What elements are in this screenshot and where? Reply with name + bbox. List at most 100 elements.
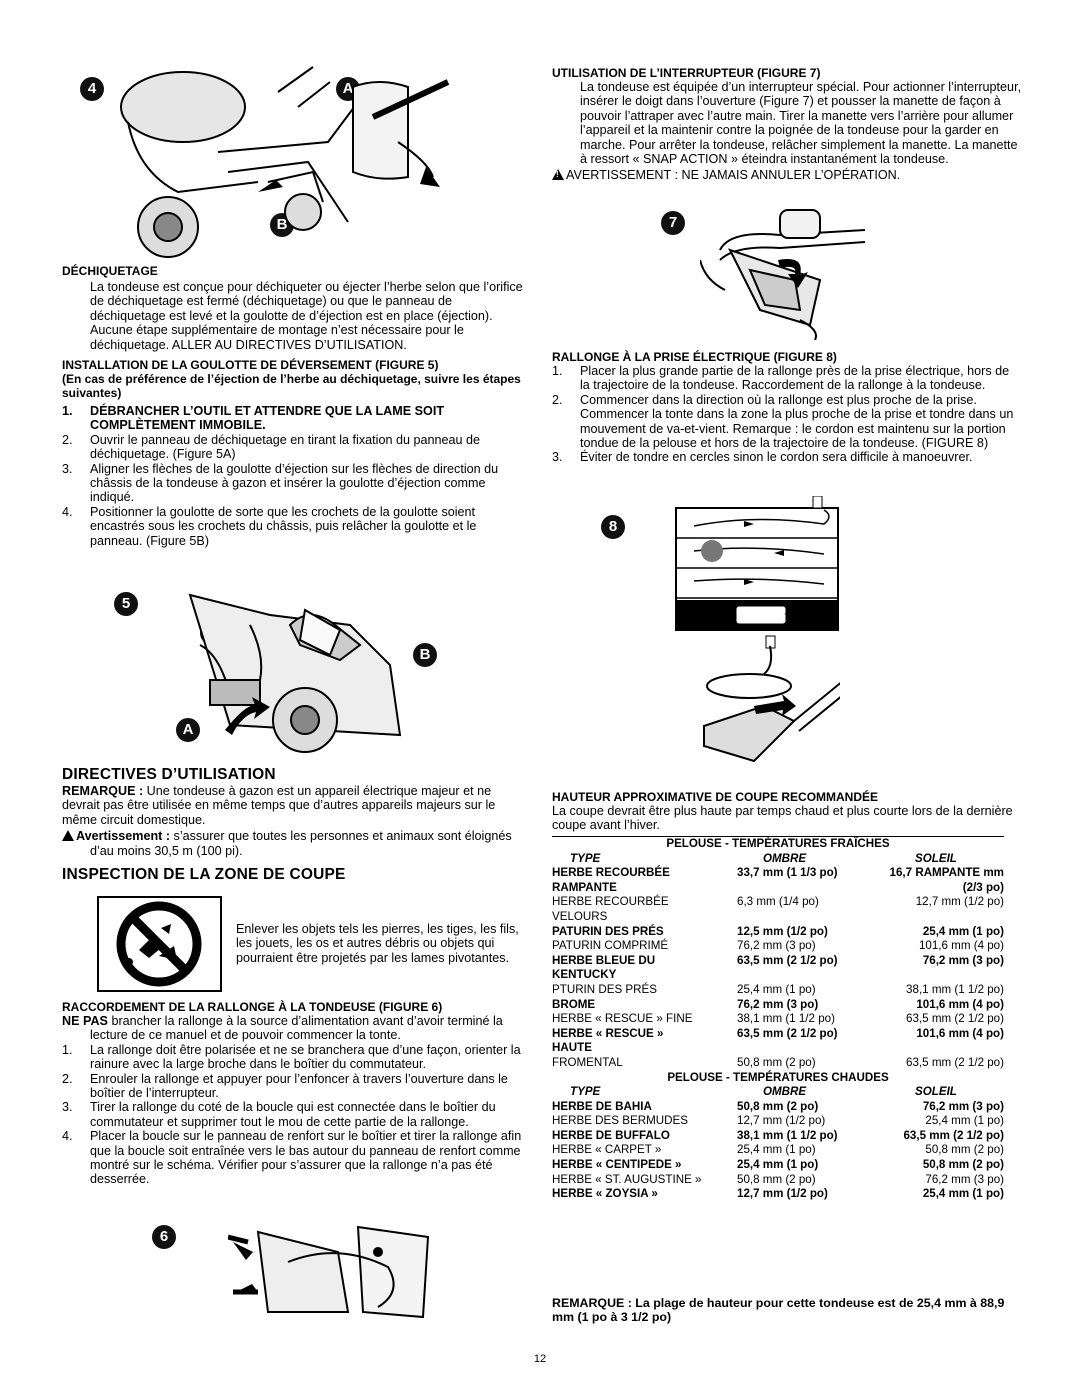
table-cell bbox=[877, 968, 1004, 983]
interrupteur-heading: UTILISATION DE L’INTERRUPTEUR (FIGURE 7) bbox=[552, 66, 821, 80]
table-row: HERBE « ST. AUGUSTINE »50,8 mm (2 po)76,… bbox=[552, 1173, 1004, 1188]
raccordement-heading: RACCORDEMENT DE LA RALLONGE À LA TONDEUS… bbox=[62, 1000, 443, 1014]
no-debris-icon bbox=[97, 896, 222, 992]
rallonge-steps: 1.Placer la plus grande partie de la ral… bbox=[552, 364, 1022, 465]
warning-icon bbox=[552, 169, 564, 181]
table-cell: 76,2 mm (3 po) bbox=[925, 1172, 1004, 1186]
table-cell: 25,4 mm (1 po) bbox=[925, 1114, 1004, 1128]
inspection-heading: INSPECTION DE LA ZONE DE COUPE bbox=[62, 866, 346, 884]
installation-steps: 1.DÉBRANCHER L’OUTIL ET ATTENDRE QUE LA … bbox=[62, 404, 530, 548]
table-row: HERBE DES BERMUDES 12,7 mm (1/2 po) 25,4 m… bbox=[552, 1114, 1004, 1129]
figure-7-badge: 7 bbox=[661, 211, 685, 235]
table-cell: 63,5 mm (2 1/2 po) bbox=[906, 1055, 1004, 1069]
table-row: FROMENTAL 50,8 mm (2 po) 63,5 mm (2 1/2 po… bbox=[552, 1056, 1004, 1071]
table-cell: 76,2 mm (3 po) bbox=[922, 953, 1004, 967]
table-cell: 25,4 mm (1 po) bbox=[922, 1187, 1004, 1201]
list-item: 2.Commencer dans la direction où la rall… bbox=[552, 392, 1014, 451]
table-cell: 63,5 mm (2 1/2 po) bbox=[737, 1026, 838, 1040]
table-cell: PATURIN COMPRIMÉ bbox=[552, 939, 669, 953]
table-cell bbox=[737, 1041, 877, 1056]
figure-5-callout-a: A bbox=[176, 718, 200, 742]
table-cell: 16,7 RAMPANTE mm bbox=[889, 866, 1004, 880]
table-cell: 50,8 mm (2 po) bbox=[922, 1158, 1004, 1172]
table-cell: PTURIN DES PRÉS bbox=[552, 982, 658, 996]
table-row: HERBE « CARPET » 25,4 mm (1 po) 50,8 mm (2… bbox=[552, 1143, 1004, 1158]
rallonge-heading: RALLONGE À LA PRISE ÉLECTRIQUE (FIGURE 8… bbox=[552, 350, 837, 364]
table-cell: 50,8 mm (2 po) bbox=[737, 1055, 816, 1069]
table-cell: 76,2 mm (3 po) bbox=[737, 997, 819, 1011]
table-cell: HERBE RECOURBÉE bbox=[552, 895, 669, 909]
table-cell: VELOURS bbox=[552, 909, 608, 923]
table-cell: 12,7 mm (1/2 po) bbox=[737, 1187, 828, 1201]
figure-8-illustration bbox=[675, 496, 840, 763]
table-cell bbox=[737, 968, 877, 983]
table-row: HERBE « ZOYSIA » 12,7 mm (1/2 po) 25,4 mm … bbox=[552, 1187, 1004, 1202]
table-cell: 12,7 mm (1/2 po) bbox=[737, 1114, 826, 1128]
directives-heading: DIRECTIVES D’UTILISATION bbox=[62, 766, 276, 783]
figure-5-badge: 5 bbox=[114, 592, 138, 616]
table-cell: 25,4 mm (1 po) bbox=[737, 982, 816, 996]
page-number: 12 bbox=[533, 1353, 547, 1365]
table-cell: HERBE « CARPET » bbox=[552, 1143, 662, 1157]
table-cell: 50,8 mm (2 po) bbox=[737, 1099, 819, 1113]
table-cell: 38,1 mm (1 1/2 po) bbox=[737, 1012, 835, 1026]
table-cell: HERBE « ZOYSIA » bbox=[552, 1187, 658, 1201]
table-cell: 25,4 mm (1 po) bbox=[737, 1143, 816, 1157]
table-cell: 76,2 mm (3 po) bbox=[922, 1099, 1004, 1113]
table-cell: 63,5 mm (2 1/2 po) bbox=[737, 953, 838, 967]
table-cell bbox=[737, 881, 877, 896]
table-cell: RAMPANTE bbox=[552, 880, 617, 894]
table-cell: 63,5 mm (2 1/2 po) bbox=[903, 1128, 1004, 1142]
hauteur-heading: HAUTEUR APPROXIMATIVE DE COUPE RECOMMAND… bbox=[552, 790, 879, 804]
warning-icon bbox=[62, 830, 74, 842]
dechiquetage-heading: DÉCHIQUETAGE bbox=[62, 264, 158, 278]
column-header: SOLEIL bbox=[915, 1085, 957, 1099]
table-cell: HERBE DES BERMUDES bbox=[552, 1114, 688, 1128]
interrupteur-avertissement: AVERTISSEMENT : NE JAMAIS ANNULER L’OPÉR… bbox=[552, 168, 1022, 182]
table-row: KENTUCKY bbox=[552, 968, 1004, 983]
table-cell: 76,2 mm (3 po) bbox=[737, 939, 816, 953]
table-cell bbox=[737, 910, 877, 925]
column-header: TYPE bbox=[570, 851, 601, 865]
table-cell bbox=[877, 1041, 1004, 1056]
table-cell: BROME bbox=[552, 997, 596, 1011]
table-row: HAUTE bbox=[552, 1041, 1004, 1056]
table-row: HERBE « CENTIPEDE »25,4 mm (1 po)50,8 mm… bbox=[552, 1158, 1004, 1173]
list-item: 3.Tirer la rallonge du coté de la boucle… bbox=[62, 1100, 496, 1129]
table-cell: 101,6 mm (4 po) bbox=[916, 1026, 1004, 1040]
table-row: VELOURS bbox=[552, 910, 1004, 925]
list-item: 1.DÉBRANCHER L’OUTIL ET ATTENDRE QUE LA … bbox=[62, 404, 445, 433]
table-cell: (2/3 po) bbox=[962, 880, 1004, 894]
table-cell: HERBE DE BUFFALO bbox=[552, 1128, 670, 1142]
list-item: 3.Aligner les flèches de la goulotte d’é… bbox=[62, 461, 499, 505]
directives-remarque: REMARQUE : Une tondeuse à gazon est un a… bbox=[62, 784, 496, 827]
column-header: TYPE bbox=[570, 1085, 601, 1099]
installation-heading: INSTALLATION DE LA GOULOTTE DE DÉVERSEME… bbox=[62, 358, 439, 373]
table-section-title: PELOUSE - TEMPÉRATURES CHAUDES bbox=[667, 1070, 889, 1084]
interrupteur-body: La tondeuse est équipée d’un interrupteu… bbox=[580, 80, 1022, 167]
column-header: OMBRE bbox=[763, 1085, 807, 1099]
table-cell: 12,7 mm (1/2 po) bbox=[915, 895, 1004, 909]
table-cell: HERBE DE BAHIA bbox=[552, 1099, 652, 1113]
raccordement-steps: 1.La rallonge doit être polarisée et ne … bbox=[62, 1043, 530, 1187]
column-header: SOLEIL bbox=[915, 851, 957, 865]
table-cell: HERBE BLEUE DU bbox=[552, 953, 656, 967]
table-cell: 101,6 mm (4 po) bbox=[916, 997, 1004, 1011]
table-cell: 50,8 mm (2 po) bbox=[925, 1143, 1004, 1157]
table-cell: 12,5 mm (1/2 po) bbox=[737, 924, 828, 938]
table-cell: HAUTE bbox=[552, 1041, 592, 1055]
list-item: 1.La rallonge doit être polarisée et ne … bbox=[62, 1042, 521, 1072]
table-cell: FROMENTAL bbox=[552, 1055, 623, 1069]
hauteur-remarque: REMARQUE : La plage de hauteur pour cett… bbox=[552, 1296, 1005, 1325]
figure-8-badge: 8 bbox=[601, 515, 625, 539]
table-row: RAMPANTE (2/3 po) bbox=[552, 881, 1004, 896]
table-header-row: TYPE OMBRE SOLEIL bbox=[552, 1085, 1004, 1100]
table-cell: HERBE « RESCUE » FINE bbox=[552, 1012, 693, 1026]
